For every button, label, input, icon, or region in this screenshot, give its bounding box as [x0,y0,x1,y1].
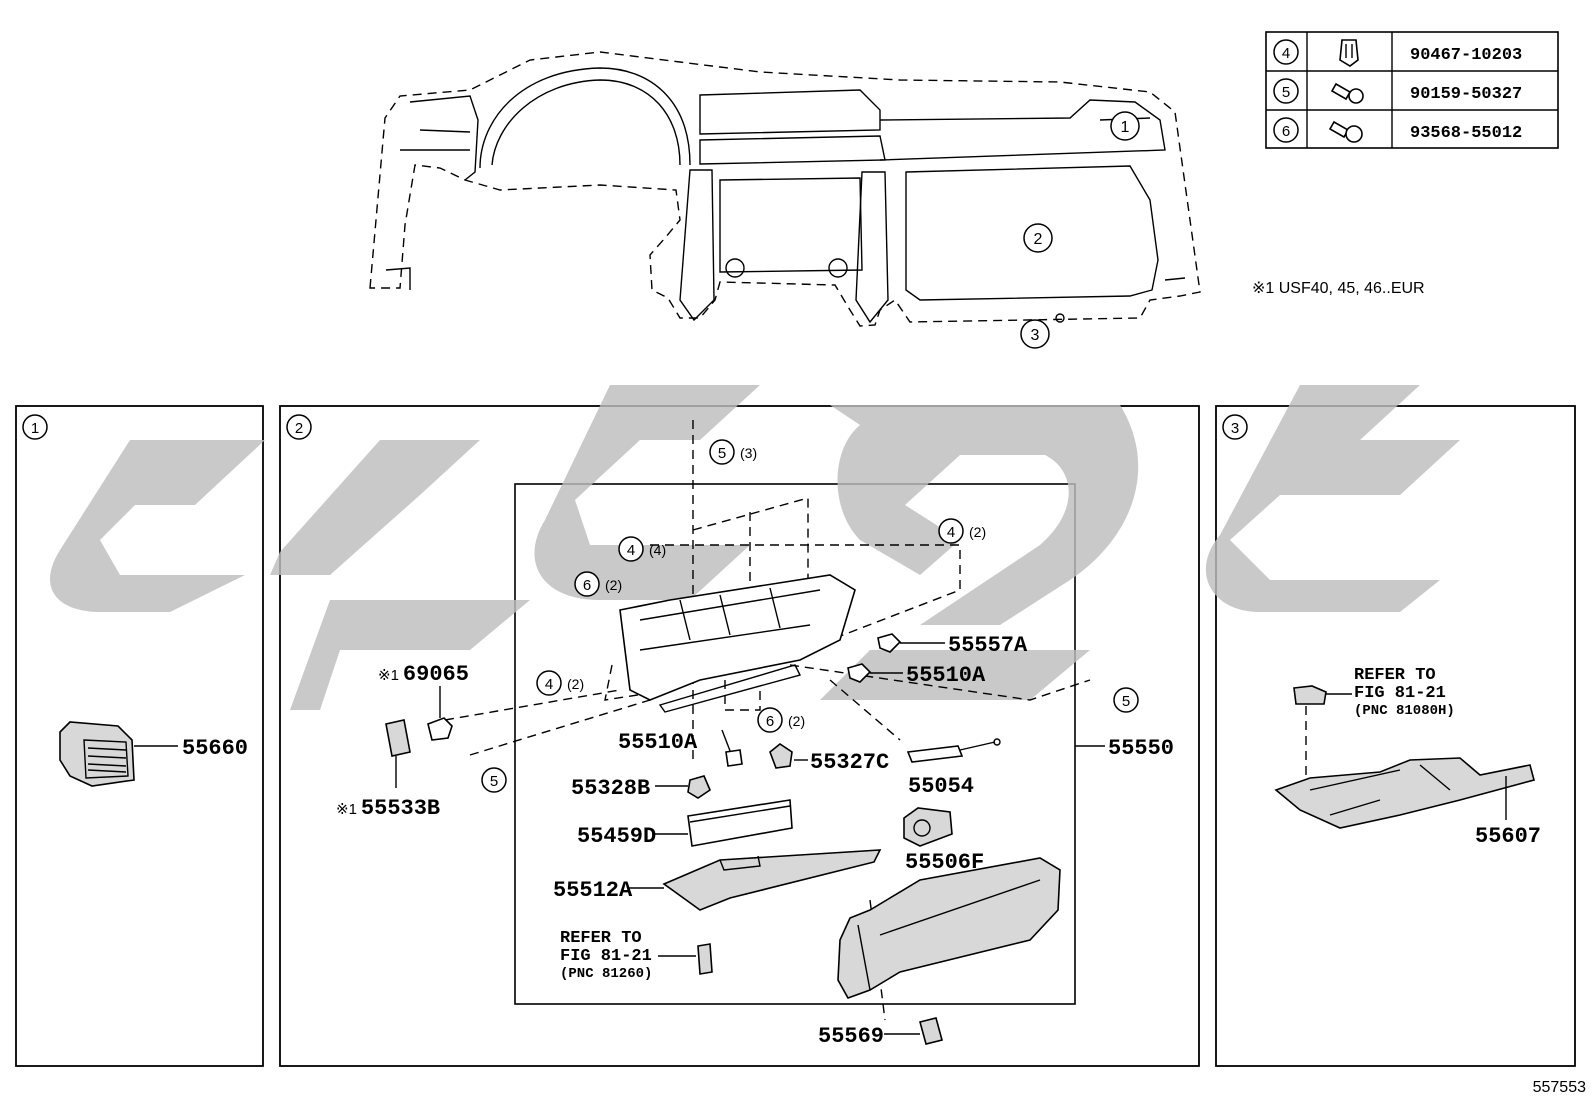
overview-callout-3: 3 [1031,327,1040,344]
latch-55328b-part [687,775,711,799]
callout-qty: (2) [969,524,986,540]
part-number-label: 55660 [182,736,248,761]
part-number-label: 55054 [908,774,974,799]
callout-ref: 6 [583,577,591,594]
callout-ref: 6 [766,713,774,730]
refer-line-3: (PNC 81260) [560,966,652,982]
clip-55557a-part [877,633,902,653]
fastener-callout: 5 (3) [709,439,757,465]
fastener-callout: 5 [1113,687,1139,713]
fastener-callout: 6 (2) [757,707,805,733]
legend-part-number: 90467-10203 [1410,46,1522,65]
applicability-mark: ※1 [378,667,399,684]
callout-ref: 5 [1122,693,1130,710]
legend-part-number: 90159-50327 [1410,85,1522,104]
refer-line-2: FIG 81-21 [1354,684,1446,703]
overview-callout-2: 2 [1034,231,1043,248]
panel-2-frame [279,405,1200,1067]
refer-line-1: REFER TO [560,929,642,948]
watermark-logo [49,385,1460,710]
fastener-callout: 4 (2) [536,670,584,696]
lock-55506f-part [903,807,953,847]
panel-1-frame [15,405,264,1067]
air-vent-part [59,721,135,787]
dashboard-overview: 1 2 3 [369,51,1201,349]
legend-ref: 5 [1282,84,1290,101]
callout-qty: (2) [605,577,622,593]
under-cover-part [1274,757,1535,829]
part-number-label: 55459D [577,824,656,849]
fastener-callout: 5 [481,767,507,793]
refer-line-2: FIG 81-21 [560,947,652,966]
applicability-note: ※1 USF40, 45, 46..EUR [1252,280,1425,297]
glove-box-bracket-part [619,574,856,713]
part-number-label: 55510A [618,730,698,755]
bracket-55533b-part [385,719,411,788]
refer-line-1: REFER TO [1354,666,1436,685]
clip-55327c-part [769,743,793,769]
callout-ref: 4 [947,524,955,541]
part-number-value: 55533B [361,796,440,821]
callout-qty: (3) [740,445,757,461]
figure-id: 557553 [1533,1079,1586,1096]
panel-3-number: 3 [1231,420,1239,437]
bumper-55510a-part [847,663,872,683]
applicability-mark: ※1 [336,801,357,818]
part-number-label: 55328B [571,776,650,801]
clip-icon [1339,39,1359,67]
glove-box-assembly-frame [514,483,1076,1005]
fastener-callout: 4 (2) [938,518,986,544]
panel-3-frame [1215,405,1576,1067]
part-number-label: 55569 [818,1024,884,1049]
refer-note: REFER TO FIG 81-21 (PNC 81080H) [1293,666,1455,780]
legend-ref: 4 [1282,45,1290,62]
legend-row: 6 93568-55012 [1273,117,1522,143]
legend-part-number: 93568-55012 [1410,124,1522,143]
part-number-label: 55512A [553,878,633,903]
callout-qty: (4) [649,542,666,558]
part-number-label: 55327C [810,750,889,775]
legend-row: 5 90159-50327 [1273,78,1522,104]
legend-row: 4 90467-10203 [1273,39,1522,67]
refer-note: REFER TO FIG 81-21 (PNC 81260) [560,929,713,982]
panel-2-number: 2 [295,420,303,437]
callout-ref: 5 [490,773,498,790]
stopper-55569-part [919,1017,943,1045]
damper-55054-part [906,738,1001,763]
overview-callout-1: 1 [1121,119,1130,136]
legend-ref: 6 [1282,123,1290,140]
bumper-55510a-lower-part [721,729,743,767]
clip-69065-part [427,686,453,741]
callout-ref: 5 [718,445,726,462]
panel-55459d-part [687,799,793,847]
callout-ref: 4 [627,542,635,559]
part-number-value: 69065 [403,662,469,687]
fastener-legend-table: 4 90467-10203 5 90159-50327 6 93568-5501 [1265,31,1559,149]
fastener-callout: 6 (2) [574,571,622,597]
callout-qty: (2) [788,713,805,729]
screw-icon [1330,82,1364,104]
bolt-icon [1328,120,1363,143]
part-number-label: 55607 [1475,824,1541,849]
callout-ref: 4 [545,676,553,693]
refer-line-3: (PNC 81080H) [1354,703,1455,719]
part-number-label: 55557A [948,633,1028,658]
panel-1: 1 55660 [22,414,248,787]
callout-qty: (2) [567,676,584,692]
fastener-callout: 4 (4) [618,536,666,562]
panel-1-number: 1 [31,420,39,437]
panel-55512a-part [662,849,882,911]
glove-box-door-part [837,857,1061,999]
panel-3: 3 REFER TO FIG 81-21 (PNC 81080H) 55607 [1222,414,1541,849]
part-number-label: 55550 [1108,736,1174,761]
part-number-label: 55510A [906,663,986,688]
panel-2: 2 55557A 55510A [286,414,1174,1049]
